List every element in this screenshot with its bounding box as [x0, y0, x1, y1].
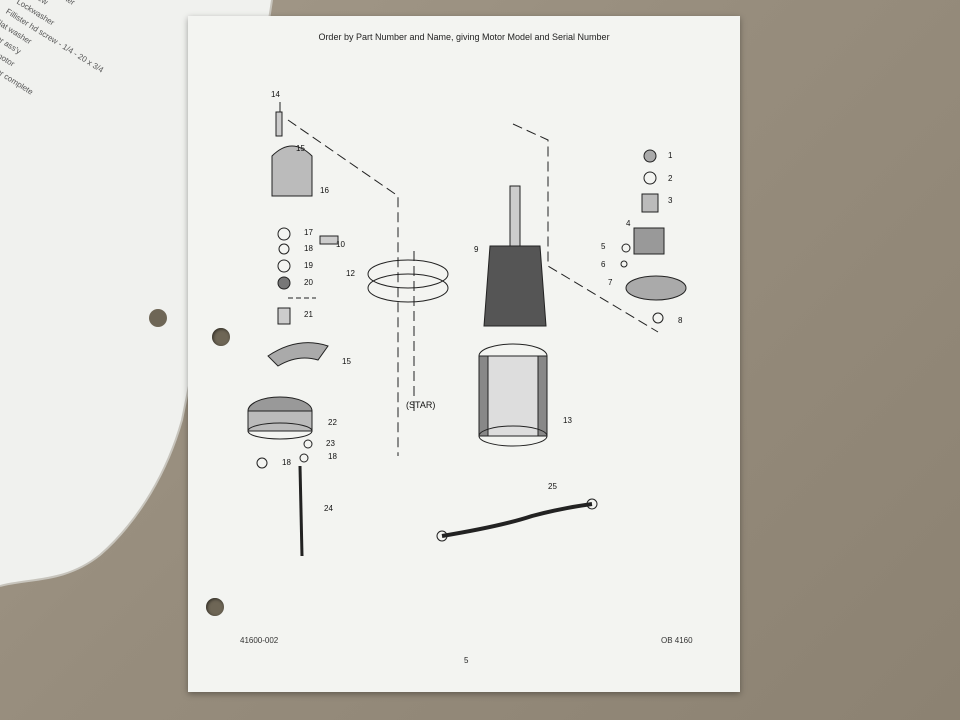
- callout-6: 6: [601, 260, 606, 269]
- binder-hole-top: [212, 328, 230, 346]
- callout-3: 3: [668, 196, 673, 205]
- svg-text:Screw: Screw: [26, 0, 50, 7]
- callout-13: 13: [563, 416, 572, 425]
- callout-25: 25: [548, 482, 557, 491]
- callout-15: 15: [296, 144, 305, 153]
- svg-text:Starter motor complete: Starter motor complete: [0, 46, 35, 97]
- footer-part-number: 41600-002: [240, 636, 279, 645]
- callout-21: 21: [304, 310, 313, 319]
- svg-text:Fillister hd screw - 1/4 - 20: Fillister hd screw - 1/4 - 20 x 3/4: [4, 7, 105, 75]
- callout-9: 9: [474, 245, 479, 254]
- svg-text:Lockwasher: Lockwasher: [15, 0, 56, 28]
- svg-text:Starter motor: Starter motor: [0, 36, 16, 69]
- callout-15b: 15: [342, 357, 351, 366]
- callout-18: 18: [304, 244, 313, 253]
- callout-10: 10: [336, 240, 345, 249]
- callout-1: 1: [668, 151, 673, 160]
- callout-12: 12: [346, 269, 355, 278]
- callout-18b: 18: [282, 458, 291, 467]
- callout-17: 17: [304, 228, 313, 237]
- star-label: (STAR): [406, 400, 436, 410]
- callout-2: 2: [668, 174, 673, 183]
- binder-hole-bottom: [206, 598, 224, 616]
- svg-text:Flat washer: Flat washer: [0, 17, 34, 47]
- callout-23: 23: [326, 439, 335, 448]
- svg-text:Cover ass'y: Cover ass'y: [0, 26, 23, 56]
- callout-8: 8: [678, 316, 683, 325]
- callout-14: 14: [271, 90, 280, 99]
- callout-24: 24: [324, 504, 333, 513]
- callout-7: 7: [608, 278, 613, 287]
- callout-22: 22: [328, 418, 337, 427]
- exploded-parts-diagram: [247, 102, 687, 557]
- callout-5: 5: [601, 242, 606, 251]
- callout-18c: 18: [328, 452, 337, 461]
- svg-text:Flat washer: Flat washer: [37, 0, 77, 7]
- footer-manual-code: OB 4160: [661, 636, 693, 645]
- page-number: 5: [464, 656, 469, 665]
- callout-4: 4: [626, 219, 631, 228]
- callout-20: 20: [304, 278, 313, 287]
- callout-19: 19: [304, 261, 313, 270]
- callout-16: 16: [320, 186, 329, 195]
- page-header: Order by Part Number and Name, giving Mo…: [318, 32, 610, 42]
- manual-page: Order by Part Number and Name, giving Mo…: [188, 16, 740, 692]
